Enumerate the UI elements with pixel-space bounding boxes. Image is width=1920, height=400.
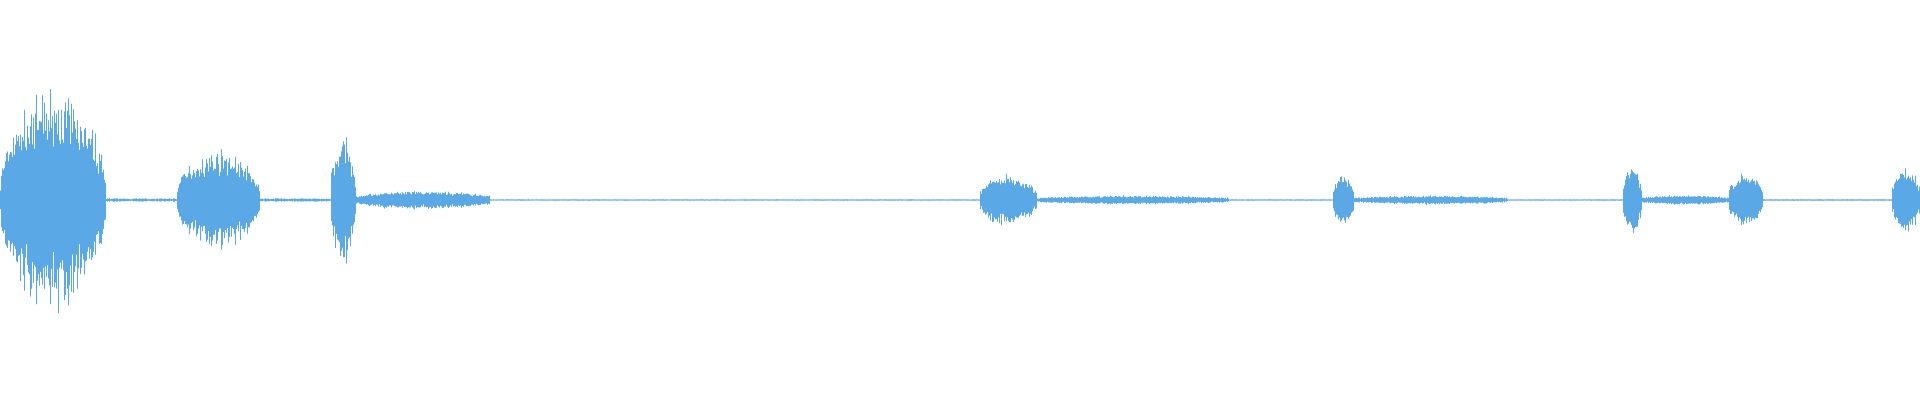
waveform-bars (0, 89, 1920, 314)
